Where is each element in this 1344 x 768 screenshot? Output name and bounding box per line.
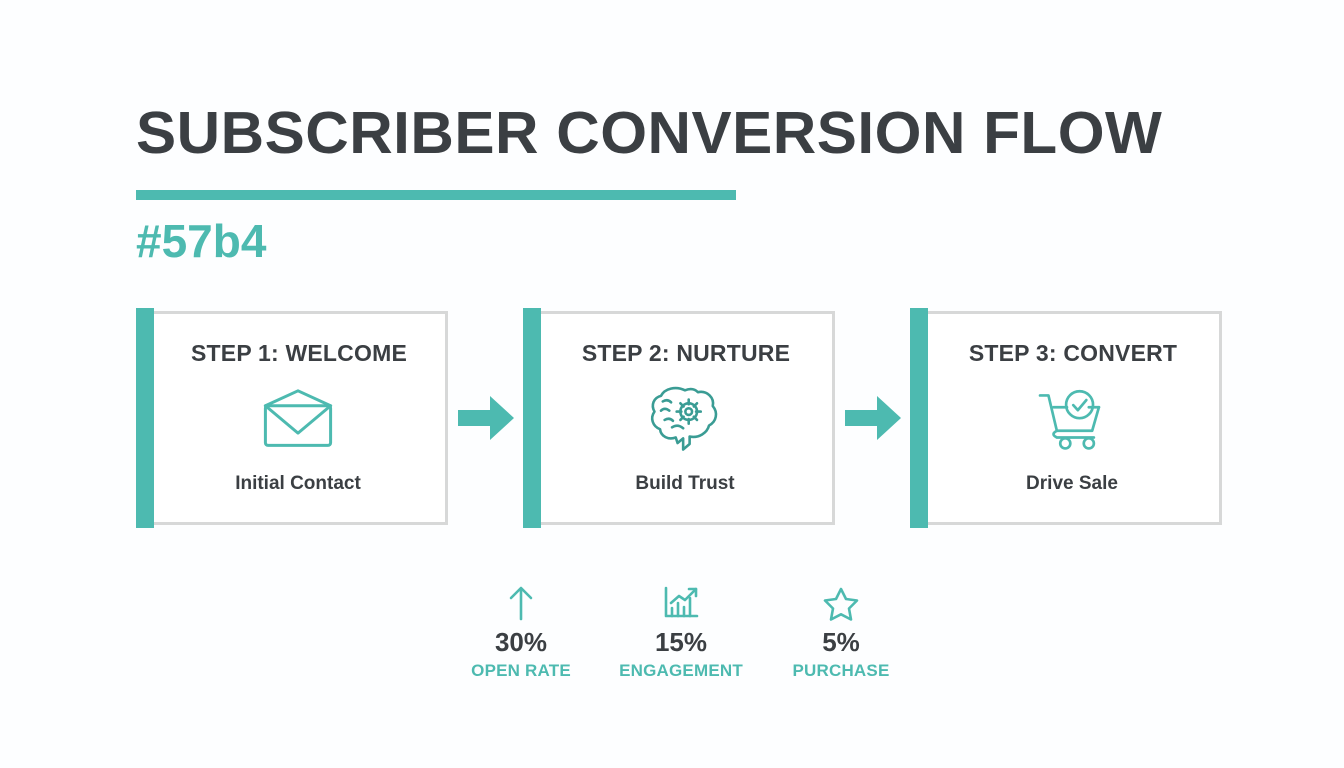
arrow-right-icon: [835, 311, 910, 525]
metric-value: 5%: [822, 627, 860, 657]
step-caption: Build Trust: [635, 473, 735, 494]
step-card-3[interactable]: STEP 3: CONVERT Drive Sale: [910, 308, 1222, 528]
step-accent-bar: [136, 308, 154, 528]
step-accent-bar: [523, 308, 541, 528]
step-card-1[interactable]: STEP 1: WELCOME Initial Contact: [136, 308, 448, 528]
step-caption: Initial Contact: [235, 473, 361, 494]
metric-engagement: 15% ENGAGEMENT: [606, 583, 756, 681]
step-accent-bar: [910, 308, 928, 528]
step-title: STEP 3: CONVERT: [968, 340, 1178, 366]
page-subtitle: #57b4: [136, 215, 267, 267]
metrics-row: 30% OPEN RATE 15% ENGAGEMENT: [446, 583, 916, 681]
metric-purchase: 5% PURCHASE: [766, 583, 916, 681]
step-title: STEP 1: WELCOME: [191, 340, 407, 366]
step-title: STEP 2: NURTURE: [581, 340, 791, 366]
shopping-cart-check-icon: [1023, 380, 1109, 458]
page-title: SUBSCRIBER CONVERSION FLOW: [136, 100, 1163, 166]
metric-open-rate: 30% OPEN RATE: [446, 583, 596, 681]
metric-label: PURCHASE: [792, 661, 890, 681]
metric-label: OPEN RATE: [471, 661, 571, 681]
metric-value: 30%: [494, 627, 548, 657]
arrow-right-icon: [448, 311, 523, 525]
bar-chart-trend-icon: [662, 583, 700, 623]
metric-label: ENGAGEMENT: [619, 661, 743, 681]
envelope-icon: [249, 380, 335, 458]
brain-gear-icon: [636, 380, 722, 458]
step-card-2[interactable]: STEP 2: NURTURE Build Trust: [523, 308, 835, 528]
header: SUBSCRIBER CONVERSION FLOW #57b4: [136, 104, 1236, 264]
metric-value: 15%: [654, 627, 708, 657]
star-outline-icon: [823, 583, 859, 623]
step-caption: Drive Sale: [1026, 473, 1118, 494]
arrow-up-icon: [506, 583, 536, 623]
steps-row: STEP 1: WELCOME Initial Contact STEP 2: …: [136, 308, 1222, 528]
title-underline-rule: [136, 190, 736, 200]
